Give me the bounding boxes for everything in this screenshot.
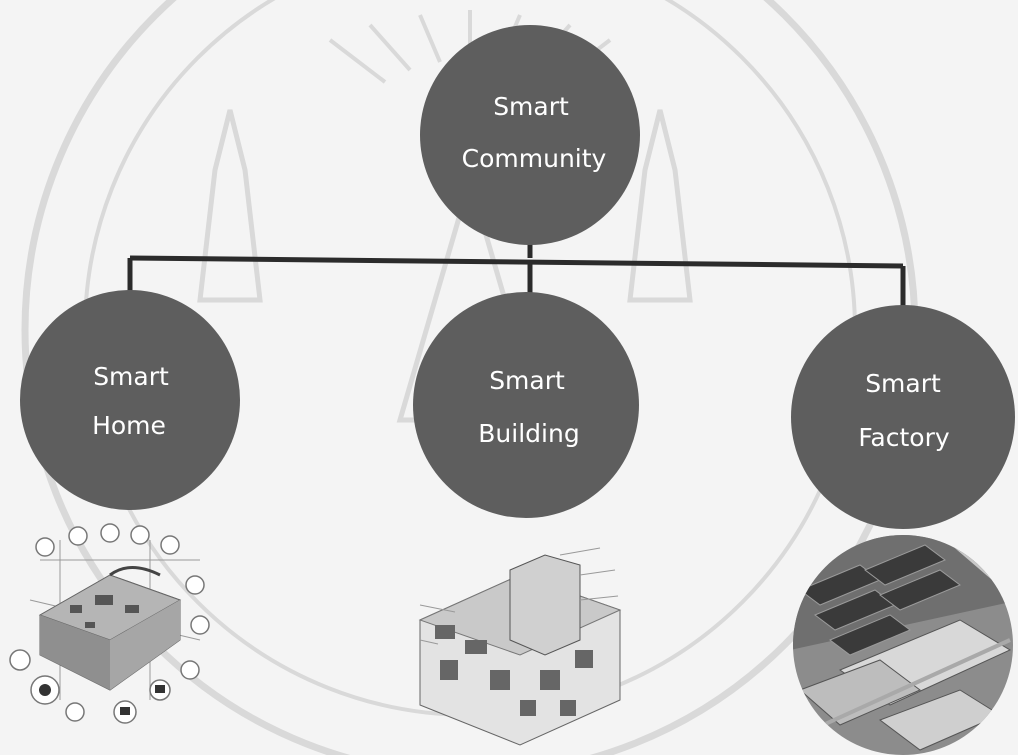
node-smart-factory-line-2: Factory [858,423,950,452]
smart-home-illustration [9,523,210,724]
node-smart-factory-line-1: Smart [865,369,941,398]
node-smart-home-line-1: Smart [93,362,169,391]
node-smart-building-line-1: Smart [489,366,565,395]
node-smart-community-line-1: Smart [493,92,569,121]
node-smart-factory: Smart Factory [791,305,1015,529]
node-smart-community: Smart Community [420,25,640,245]
smart-building-illustration [418,547,622,746]
smart-factory-illustration [793,535,1013,755]
node-smart-home: Smart Home [20,290,240,510]
node-smart-home-line-2: Home [92,411,166,440]
node-smart-building: Smart Building [413,292,639,518]
node-smart-community-line-2: Community [462,144,607,173]
connector-bar [129,255,904,269]
node-smart-building-line-2: Building [478,419,579,448]
